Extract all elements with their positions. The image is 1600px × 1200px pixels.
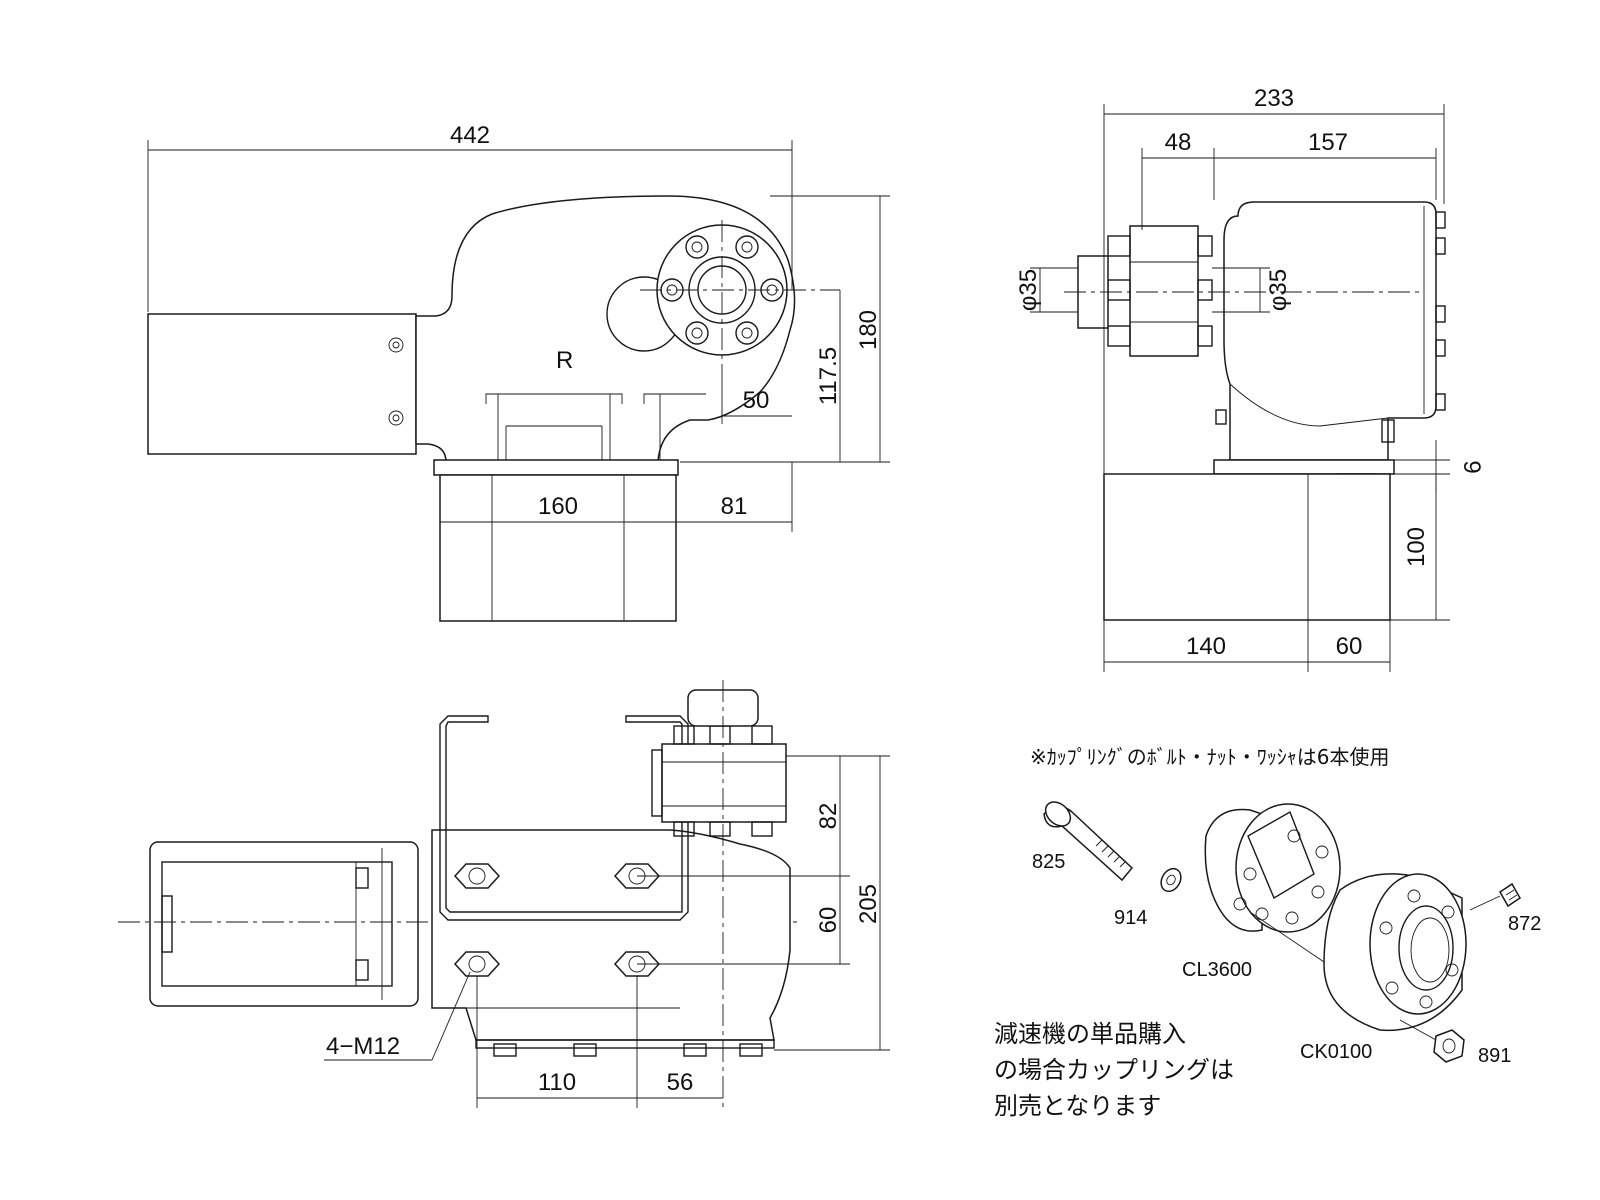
top-view: 82 60 205 110 56 4−M12 [118,680,890,1110]
dim-110: 110 [538,1069,576,1096]
remark-line-2: の場合カップリングは [994,1056,1234,1084]
side-flange [1129,225,1199,357]
part-825-bolt [1043,801,1134,882]
parts-note: ※ｶｯﾌﾟﾘﾝｸﾞのﾎﾞﾙﾄ・ﾅｯﾄ・ﾜｯｼｬは6本使用 [1030,745,1389,769]
remark-line-3: 別売となります [994,1092,1161,1120]
dim-140: 140 [1186,633,1226,660]
front-motor-screw-1 [388,337,404,353]
side-view: 233 48 157 φ35 φ35 9 100 140 60 [1015,85,1485,672]
dim-56: 56 [667,1069,694,1096]
top-left-bracket [439,715,689,921]
front-motor-housing [147,313,417,455]
dim-180: 180 [855,310,882,350]
part-label-cl3600: CL3600 [1182,959,1252,981]
dim-50: 50 [743,387,770,414]
dim-81: 81 [721,493,748,520]
front-pedestal [439,474,677,622]
part-914-washer [1160,867,1182,893]
top-foot-bolts [493,1043,763,1057]
front-view: R 442 180 117.5 50 160 81 [147,122,890,622]
part-label-891: 891 [1478,1045,1511,1067]
side-cover-bolts [1435,211,1446,411]
dim-100: 100 [1403,527,1430,567]
dim-82: 82 [815,803,842,830]
part-label-914: 914 [1114,907,1147,929]
dim-160: 160 [538,493,578,520]
dim-233: 233 [1254,85,1294,112]
top-m12-bolts [453,863,661,977]
part-cl3600-coupling [1204,803,1341,933]
top-gearbox-body [431,829,791,1041]
dim-phi35-right: φ35 [1265,269,1292,311]
part-891-nut [1433,1029,1465,1063]
top-flange-bolts [673,725,773,837]
front-motor-screw-2 [388,410,404,426]
parts-illustration: ※ｶｯﾌﾟﾘﾝｸﾞのﾎﾞﾙﾄ・ﾅｯﾄ・ﾜｯｼｬは6本使用 825 914 CL3… [994,745,1541,1120]
dim-60-side: 60 [1336,633,1363,660]
top-flange [661,743,787,823]
front-base-plate [433,459,679,476]
side-pedestal [1103,473,1391,621]
dim-9: 9 [1458,460,1485,473]
part-872-set-screw [1499,882,1521,908]
side-flange-bolts [1107,235,1213,347]
front-label-r: R [556,347,573,374]
dim-48: 48 [1165,129,1192,156]
part-label-825: 825 [1032,851,1065,873]
dim-442: 442 [450,122,490,149]
dim-phi35-left: φ35 [1015,269,1042,311]
side-base-plate [1213,459,1395,475]
top-motor [149,841,419,1007]
part-label-ck0100: CK0100 [1300,1041,1372,1063]
part-label-872: 872 [1508,913,1541,935]
bolt-callout-4-m12: 4−M12 [326,1033,400,1060]
dim-205: 205 [855,884,882,924]
part-ck0100-element [1323,873,1467,1032]
side-gearbox-body [1223,201,1437,461]
dim-157: 157 [1308,129,1348,156]
dim-60-top: 60 [815,907,842,934]
remark-line-1: 減速機の単品購入 [994,1020,1186,1048]
dim-117-5: 117.5 [815,347,842,405]
